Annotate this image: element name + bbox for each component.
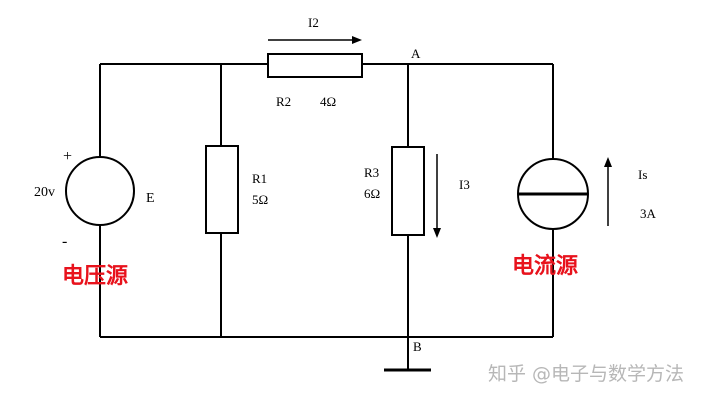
r3-value: 6Ω	[364, 186, 380, 201]
voltage-source-value: 20v	[34, 185, 55, 200]
i3-arrow-head	[433, 228, 441, 238]
current-source-caption: 电流源	[512, 253, 578, 279]
voltage-source-symbol	[65, 156, 135, 226]
r2-name: R2	[276, 94, 291, 109]
voltage-source-caption: 电压源	[62, 264, 128, 289]
is-label: Is	[638, 167, 647, 182]
is-value: 3A	[640, 206, 657, 221]
resistor-r3	[391, 146, 425, 236]
resistor-r2	[267, 53, 363, 78]
is-arrow-head	[604, 157, 612, 167]
watermark-text: 知乎 @电子与数学方法	[488, 363, 684, 385]
r1-name: R1	[252, 171, 267, 186]
resistor-r1	[205, 145, 239, 234]
i2-label: I2	[308, 15, 319, 30]
r1-value: 5Ω	[252, 192, 268, 207]
voltage-source-plus: +	[63, 148, 72, 165]
node-a-label: A	[411, 46, 421, 61]
voltage-source-minus: -	[62, 233, 67, 250]
wires	[99, 63, 554, 372]
r3-name: R3	[364, 165, 379, 180]
i3-label: I3	[459, 177, 470, 192]
i2-arrow-head	[352, 36, 362, 44]
voltage-source-name: E	[146, 191, 155, 206]
r2-value: 4Ω	[320, 94, 336, 109]
node-b-label: B	[413, 339, 422, 354]
